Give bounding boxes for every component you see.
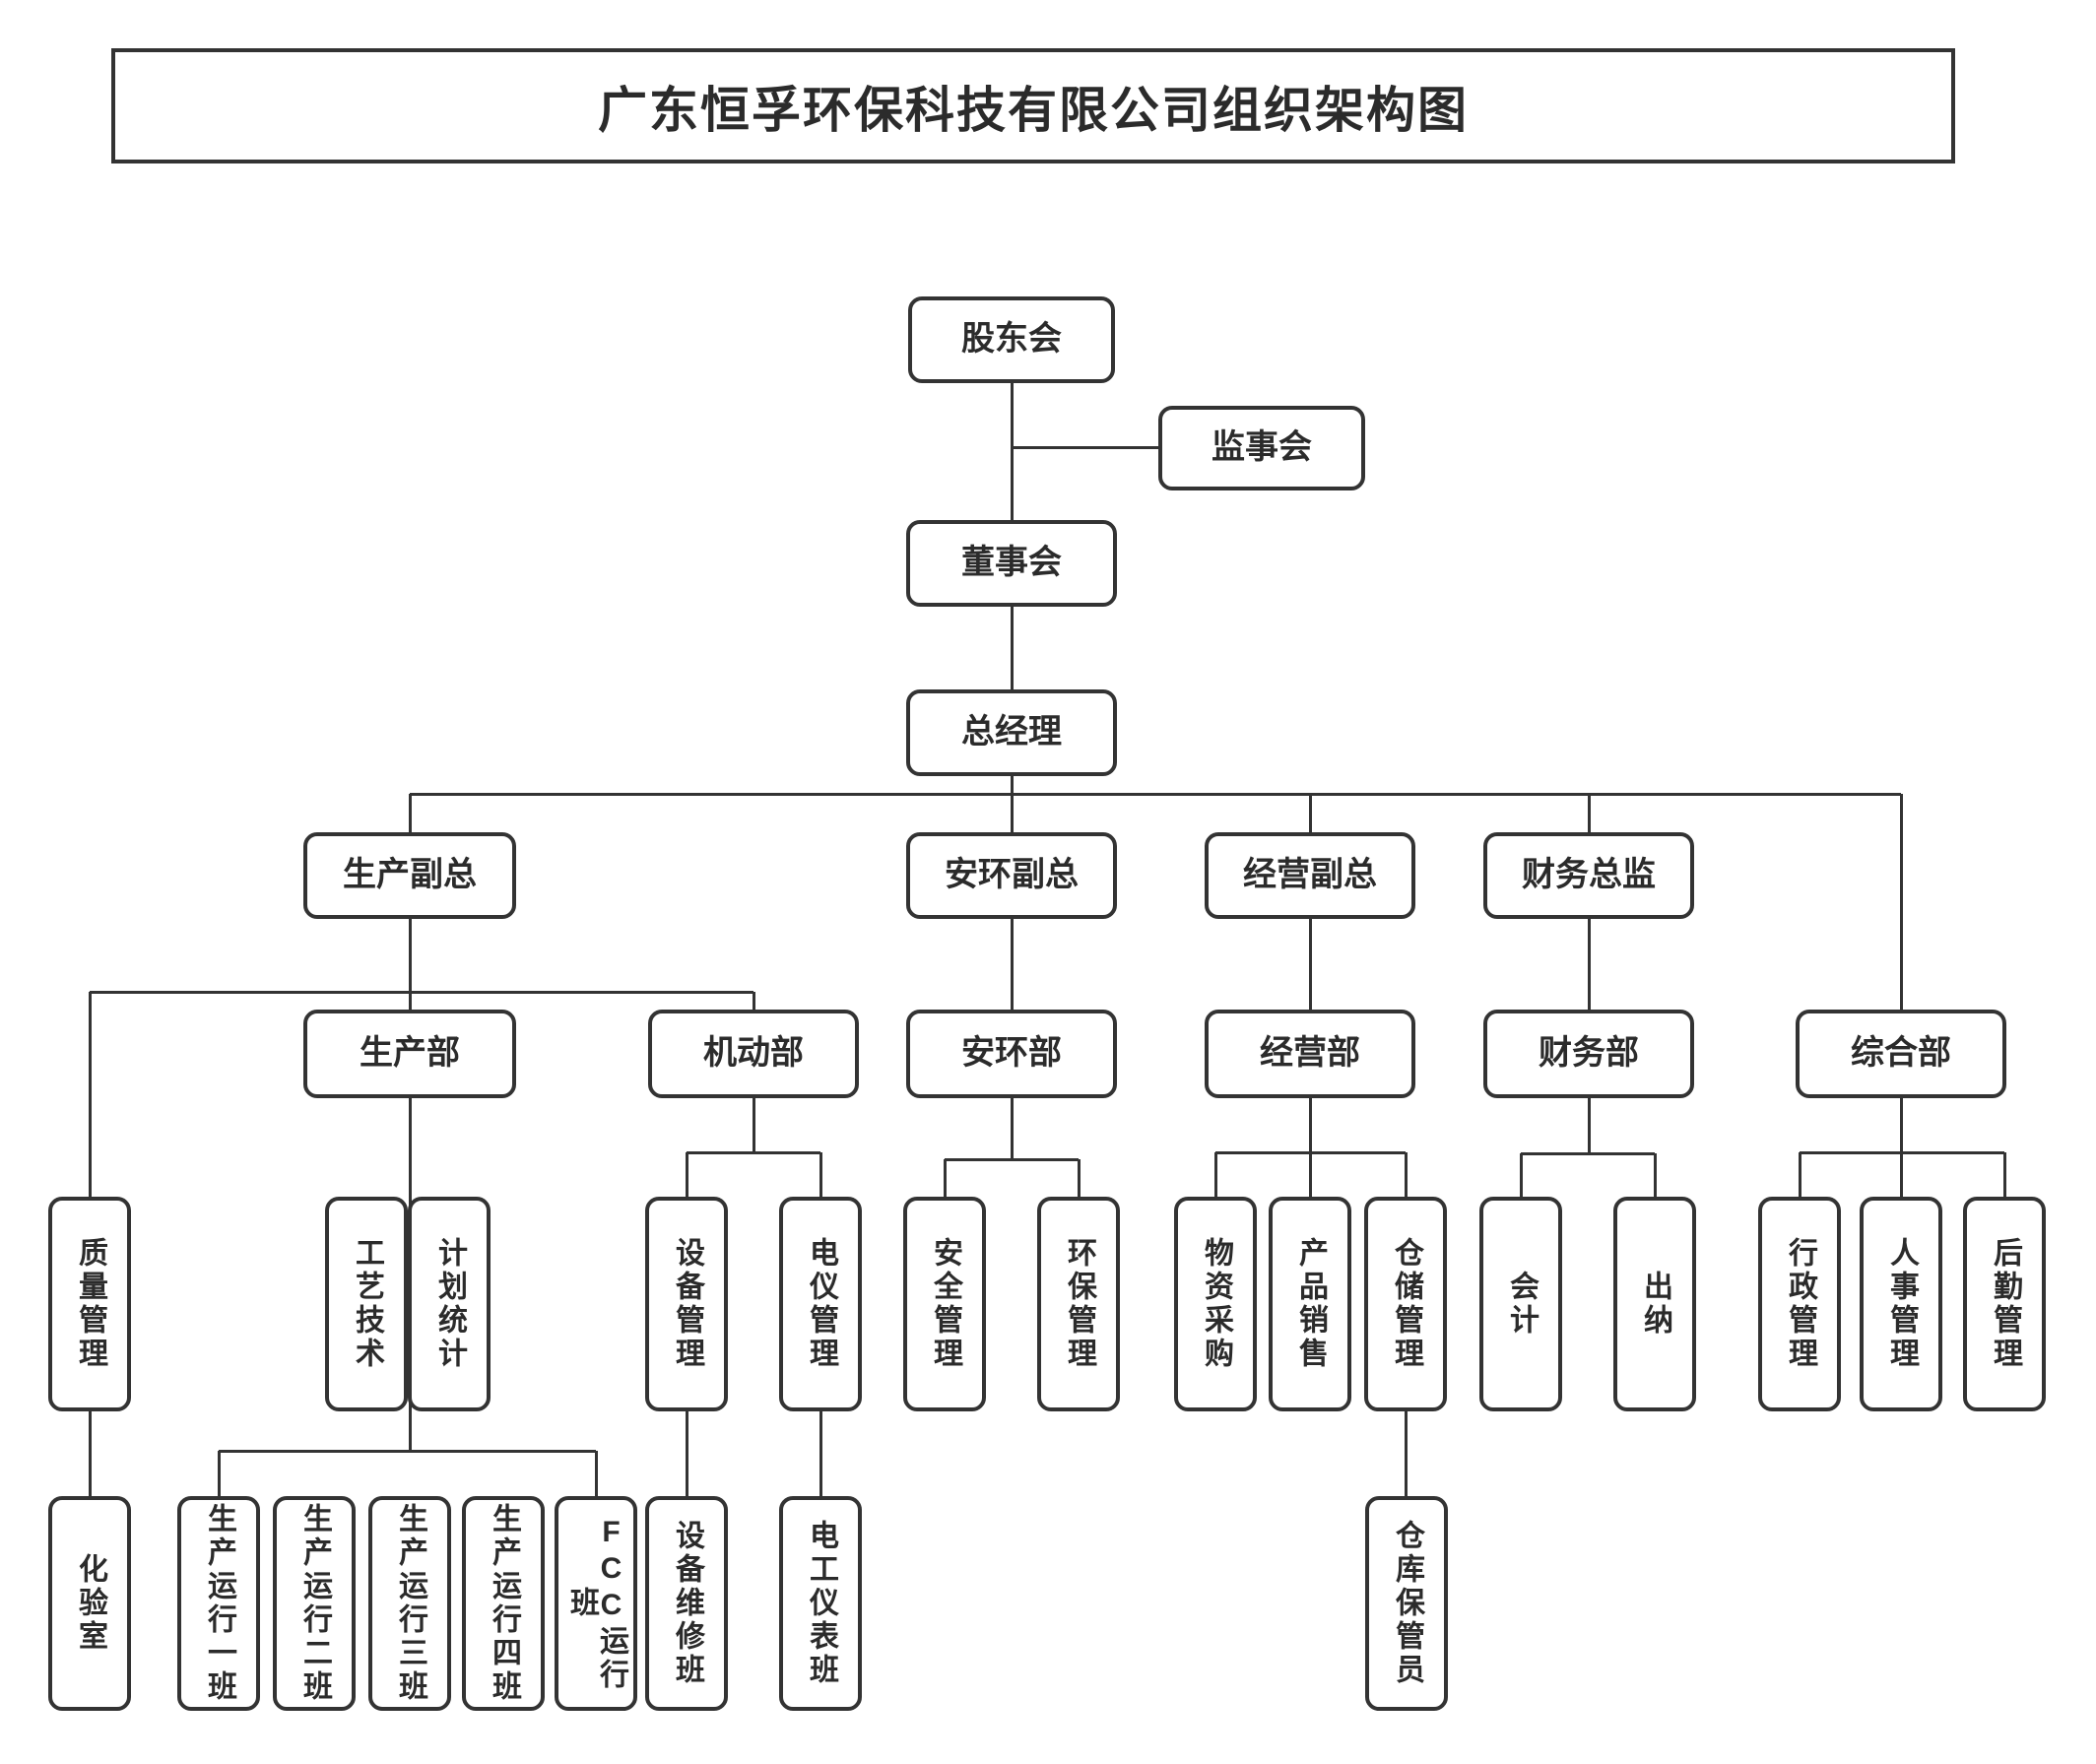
connector-vertical-line — [1010, 1098, 1014, 1159]
connector-vertical-line — [88, 992, 92, 1197]
connector-vertical-line — [685, 1411, 688, 1496]
connector-vertical-line — [2002, 1152, 2006, 1197]
org-node-process-tech: 工艺技术 — [325, 1197, 408, 1411]
chart-title: 广东恒孚环保科技有限公司组织架构图 — [598, 82, 1469, 138]
org-node-safety-env-dept: 安环部 — [906, 1010, 1117, 1098]
connector-horizontal-line — [687, 1150, 820, 1154]
org-node-hr-mgmt: 人事管理 — [1860, 1197, 1942, 1411]
org-node-env-protection-mgmt: 环保管理 — [1037, 1197, 1120, 1411]
connector-vertical-line — [1404, 1152, 1408, 1197]
connector-vertical-line — [1308, 919, 1312, 1010]
org-node-production-dept: 生产部 — [303, 1010, 516, 1098]
connector-horizontal-line — [1521, 1151, 1655, 1155]
connector-horizontal-line — [945, 1157, 1079, 1161]
org-node-laboratory: 化验室 — [48, 1496, 131, 1711]
org-node-safety-env-vp: 安环副总 — [906, 832, 1117, 919]
connector-vertical-line — [1077, 1159, 1081, 1197]
org-node-safety-mgmt: 安全管理 — [903, 1197, 986, 1411]
org-node-planning-stats: 计划统计 — [408, 1197, 491, 1411]
org-node-electrical-instrument-mgmt: 电仪管理 — [779, 1197, 862, 1411]
connector-vertical-line — [1308, 794, 1312, 832]
org-node-production-crew-3: 生产运行三班 — [368, 1496, 451, 1711]
org-node-equipment-power-dept: 机动部 — [648, 1010, 859, 1098]
connector-vertical-line — [819, 1152, 822, 1197]
connector-vertical-line — [1213, 1152, 1217, 1197]
org-node-finance-dept: 财务部 — [1483, 1010, 1694, 1098]
connector-vertical-line — [1798, 1152, 1801, 1197]
org-node-operations-dept: 经营部 — [1205, 1010, 1415, 1098]
chart-title-box: 广东恒孚环保科技有限公司组织架构图 — [111, 48, 1955, 163]
connector-vertical-line — [1010, 794, 1014, 832]
connector-vertical-line — [1899, 794, 1903, 1010]
connector-vertical-line — [819, 1411, 822, 1496]
connector-vertical-line — [943, 1159, 947, 1197]
org-node-cashier: 出纳 — [1613, 1197, 1696, 1411]
org-node-production-crew-2: 生产运行二班 — [273, 1496, 356, 1711]
connector-horizontal-line — [1215, 1150, 1406, 1154]
org-node-admin-mgmt: 行政管理 — [1758, 1197, 1841, 1411]
connector-vertical-line — [1587, 1098, 1591, 1153]
org-node-equipment-mgmt: 设备管理 — [645, 1197, 728, 1411]
org-node-logistics-mgmt: 后勤管理 — [1963, 1197, 2046, 1411]
connector-vertical-line — [1010, 919, 1014, 1010]
org-node-fcc-operation-crew: FCC运行班 — [555, 1496, 637, 1711]
connector-vertical-line — [1010, 776, 1014, 795]
org-node-production-crew-4: 生产运行四班 — [462, 1496, 545, 1711]
org-node-shareholders-meeting: 股东会 — [908, 296, 1115, 383]
connector-vertical-line — [88, 1411, 92, 1496]
org-node-general-affairs-dept: 综合部 — [1796, 1010, 2006, 1098]
connector-vertical-line — [1587, 919, 1591, 1010]
org-node-warehouse-mgmt: 仓储管理 — [1364, 1197, 1447, 1411]
connector-vertical-line — [685, 1152, 688, 1197]
connector-vertical-line — [1653, 1153, 1657, 1197]
connector-vertical-line — [408, 919, 412, 993]
org-node-warehouse-keeper: 仓库保管员 — [1365, 1496, 1448, 1711]
connector-vertical-line — [594, 1451, 598, 1496]
org-node-finance-director: 财务总监 — [1483, 832, 1694, 919]
org-node-product-sales: 产品销售 — [1269, 1197, 1351, 1411]
connector-vertical-line — [752, 992, 755, 1010]
org-node-board-of-directors: 董事会 — [906, 520, 1117, 607]
connector-horizontal-line — [219, 1449, 596, 1453]
connector-horizontal-line — [1012, 445, 1158, 449]
org-node-supervisory-board: 监事会 — [1158, 406, 1365, 490]
connector-vertical-line — [752, 1098, 755, 1152]
org-node-production-crew-1: 生产运行一班 — [177, 1496, 260, 1711]
connector-vertical-line — [217, 1451, 221, 1496]
org-node-equipment-maintenance-crew: 设备维修班 — [645, 1496, 728, 1711]
connector-vertical-line — [1404, 1411, 1408, 1496]
connector-vertical-line — [1010, 383, 1014, 520]
org-node-quality-mgmt: 质量管理 — [48, 1197, 131, 1411]
connector-vertical-line — [1899, 1098, 1903, 1197]
org-node-material-procurement: 物资采购 — [1174, 1197, 1257, 1411]
org-node-operations-vp: 经营副总 — [1205, 832, 1415, 919]
connector-horizontal-line — [1800, 1150, 2004, 1154]
connector-vertical-line — [1519, 1153, 1523, 1197]
org-node-accountant: 会计 — [1479, 1197, 1562, 1411]
connector-vertical-line — [408, 992, 412, 1010]
connector-vertical-line — [1587, 794, 1591, 832]
org-node-general-manager: 总经理 — [906, 689, 1117, 776]
connector-horizontal-line — [90, 990, 753, 994]
connector-vertical-line — [1308, 1098, 1312, 1197]
connector-horizontal-line — [410, 792, 1901, 796]
connector-vertical-line — [408, 794, 412, 832]
org-node-production-vp: 生产副总 — [303, 832, 516, 919]
connector-vertical-line — [1010, 607, 1014, 689]
org-node-electrical-instrument-crew: 电工仪表班 — [779, 1496, 862, 1711]
